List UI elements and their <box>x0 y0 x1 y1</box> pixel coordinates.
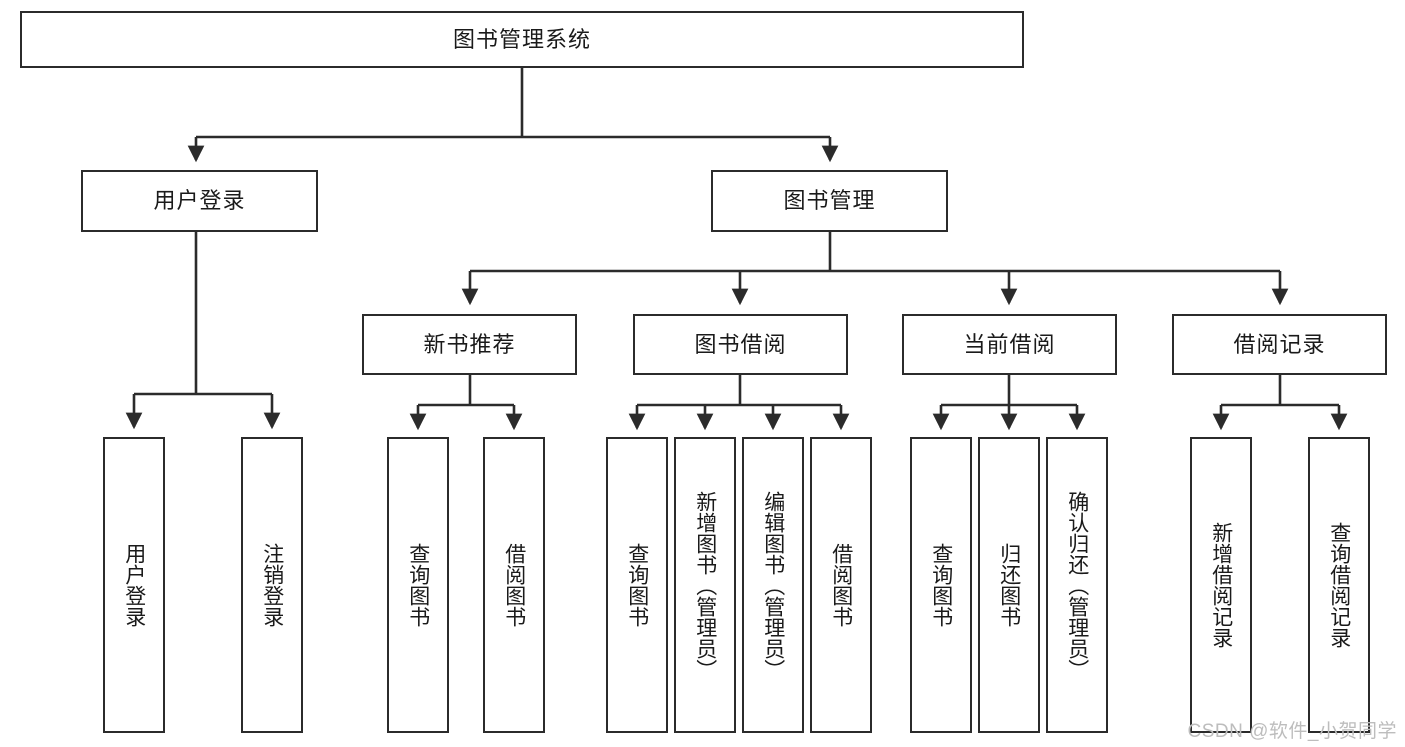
leaf-confirm-return-label: 确认归还（管理员） <box>1065 490 1089 680</box>
node-book-manage-label: 图书管理 <box>783 188 876 214</box>
leaf-logout-login-label: 注销登录 <box>260 543 284 627</box>
leaf-add-book-label: 新增图书（管理员） <box>693 490 717 680</box>
node-current-borrow[interactable]: 当前借阅 <box>902 314 1117 375</box>
node-book-borrow-label: 图书借阅 <box>694 331 787 357</box>
node-current-borrow-label: 当前借阅 <box>963 331 1056 357</box>
leaf-add-book[interactable]: 新增图书（管理员） <box>674 437 736 733</box>
leaf-query-record-label: 查询借阅记录 <box>1327 522 1351 648</box>
leaf-return-book-label: 归还图书 <box>997 543 1021 627</box>
node-new-book-recommend-label: 新书推荐 <box>423 331 516 357</box>
leaf-query-book-3[interactable]: 查询图书 <box>910 437 972 733</box>
node-new-book-recommend[interactable]: 新书推荐 <box>362 314 577 375</box>
node-borrow-record-label: 借阅记录 <box>1233 331 1326 357</box>
leaf-query-book-1-label: 查询图书 <box>406 543 430 627</box>
leaf-borrow-book-2-label: 借阅图书 <box>829 543 853 627</box>
node-root[interactable]: 图书管理系统 <box>20 11 1024 68</box>
leaf-borrow-book-1-label: 借阅图书 <box>502 543 526 627</box>
leaf-query-book-1[interactable]: 查询图书 <box>387 437 449 733</box>
leaf-edit-book[interactable]: 编辑图书（管理员） <box>742 437 804 733</box>
leaf-logout-login[interactable]: 注销登录 <box>241 437 303 733</box>
leaf-add-record-label: 新增借阅记录 <box>1209 522 1233 648</box>
leaf-user-login[interactable]: 用户登录 <box>103 437 165 733</box>
node-book-manage[interactable]: 图书管理 <box>711 170 948 232</box>
node-user-login[interactable]: 用户登录 <box>81 170 318 232</box>
leaf-query-book-2-label: 查询图书 <box>625 543 649 627</box>
leaf-add-record[interactable]: 新增借阅记录 <box>1190 437 1252 733</box>
leaf-query-book-3-label: 查询图书 <box>929 543 953 627</box>
csdn-watermark: CSDN @软件_小贺同学 <box>1187 721 1397 742</box>
leaf-return-book[interactable]: 归还图书 <box>978 437 1040 733</box>
leaf-edit-book-label: 编辑图书（管理员） <box>761 490 785 680</box>
node-borrow-record[interactable]: 借阅记录 <box>1172 314 1387 375</box>
leaf-query-record[interactable]: 查询借阅记录 <box>1308 437 1370 733</box>
leaf-confirm-return[interactable]: 确认归还（管理员） <box>1046 437 1108 733</box>
leaf-user-login-label: 用户登录 <box>122 543 146 627</box>
leaf-borrow-book-1[interactable]: 借阅图书 <box>483 437 545 733</box>
node-book-borrow[interactable]: 图书借阅 <box>633 314 848 375</box>
leaf-borrow-book-2[interactable]: 借阅图书 <box>810 437 872 733</box>
node-root-label: 图书管理系统 <box>452 26 591 52</box>
leaf-query-book-2[interactable]: 查询图书 <box>606 437 668 733</box>
node-user-login-label: 用户登录 <box>153 188 246 214</box>
